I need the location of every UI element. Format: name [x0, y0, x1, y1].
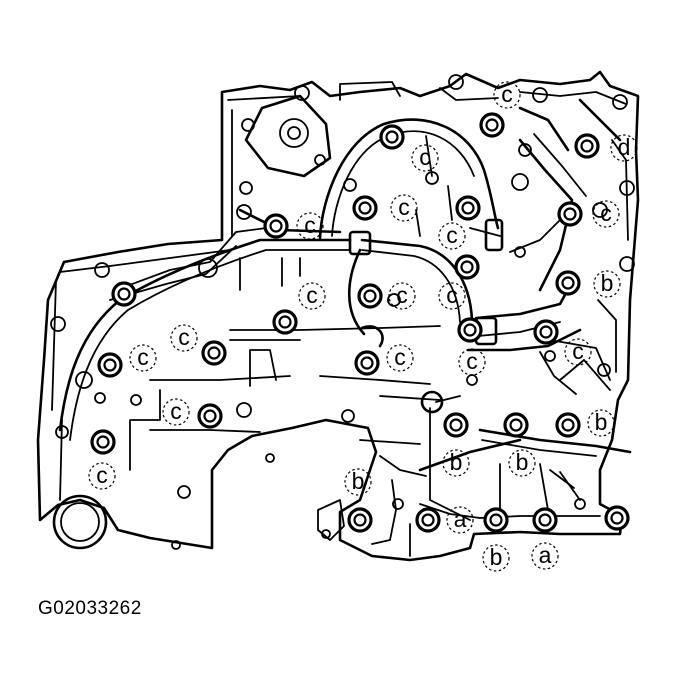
bolt [201, 340, 227, 366]
bolt-label-b: b [508, 449, 536, 477]
bolt [503, 412, 529, 438]
svg-text:c: c [178, 324, 190, 350]
svg-text:c: c [446, 282, 458, 308]
bolt [357, 283, 383, 309]
bolt-label-c: c [564, 338, 592, 366]
bolt [443, 412, 469, 438]
bolt [555, 412, 581, 438]
bolt [557, 201, 583, 227]
svg-text:c: c [304, 212, 316, 238]
bolt-label-c: c [438, 222, 466, 250]
passage-holes [50, 74, 635, 510]
bolt-label-c: c [438, 282, 466, 310]
bolt [90, 429, 116, 455]
bolt [415, 507, 441, 533]
svg-text:c: c [96, 462, 108, 488]
svg-text:c: c [396, 282, 408, 308]
svg-text:c: c [466, 348, 478, 374]
bolt [483, 507, 509, 533]
bolt [272, 309, 298, 335]
bolt [347, 507, 373, 533]
bolt [604, 505, 630, 531]
bolt-label-b: b [344, 468, 372, 496]
bolt [479, 112, 505, 138]
bolt-label-c: c [388, 282, 416, 310]
bolt [457, 317, 483, 343]
bolt-label-c: c [458, 348, 486, 376]
svg-text:c: c [398, 194, 410, 220]
bolts [90, 112, 630, 533]
bolt-label-c: c [296, 212, 324, 240]
valve-body-outline [36, 70, 640, 562]
bolt [352, 195, 378, 221]
svg-text:c: c [419, 144, 431, 170]
bolt-label-b: b [593, 270, 621, 298]
bolt-label-c: c [411, 144, 439, 172]
bolt [379, 124, 405, 150]
svg-text:c: c [600, 200, 612, 226]
bolt-labels: c c c c c c c c c c c c c c c c c c d b … [88, 81, 638, 572]
bolt-label-c: c [162, 398, 190, 426]
svg-text:b: b [516, 449, 529, 475]
bolt-label-c: c [298, 282, 326, 310]
bolt [354, 350, 380, 376]
svg-text:a: a [454, 506, 467, 532]
svg-text:b: b [595, 409, 608, 435]
bolt [532, 507, 558, 533]
bolt [97, 352, 123, 378]
svg-text:c: c [446, 222, 458, 248]
svg-text:c: c [137, 344, 149, 370]
bolt-label-c: c [386, 344, 414, 372]
bolt [555, 270, 581, 296]
svg-text:b: b [450, 449, 463, 475]
bolt-label-d: d [610, 134, 638, 162]
svg-text:d: d [618, 134, 631, 160]
bolt-label-a: a [531, 542, 559, 570]
figure-code: G02033262 [38, 598, 142, 619]
bolt-label-c: c [129, 344, 157, 372]
svg-text:c: c [170, 398, 182, 424]
svg-text:b: b [601, 270, 614, 296]
bolt-label-c: c [170, 324, 198, 352]
bolt-label-b: b [587, 409, 615, 437]
bolt [197, 403, 223, 429]
svg-text:c: c [306, 282, 318, 308]
bolt-label-c: c [88, 462, 116, 490]
bolt [455, 195, 481, 221]
bolt-label-c: c [390, 194, 418, 222]
svg-text:c: c [394, 344, 406, 370]
svg-text:a: a [539, 542, 552, 568]
bolt-label-c: c [592, 200, 620, 228]
svg-text:c: c [501, 81, 513, 107]
bolt [574, 133, 600, 159]
bolt [263, 213, 289, 239]
bolt-label-b: b [482, 544, 510, 572]
bolt [454, 254, 480, 280]
solenoid-and-plates [52, 94, 611, 550]
bolt-label-b: b [442, 449, 470, 477]
bolt-label-a: a [446, 506, 474, 534]
bolt [533, 319, 559, 345]
bolt [111, 281, 137, 307]
svg-text:c: c [572, 338, 584, 364]
svg-text:b: b [490, 544, 503, 570]
svg-text:b: b [352, 468, 365, 494]
bolt-label-c: c [493, 81, 521, 109]
